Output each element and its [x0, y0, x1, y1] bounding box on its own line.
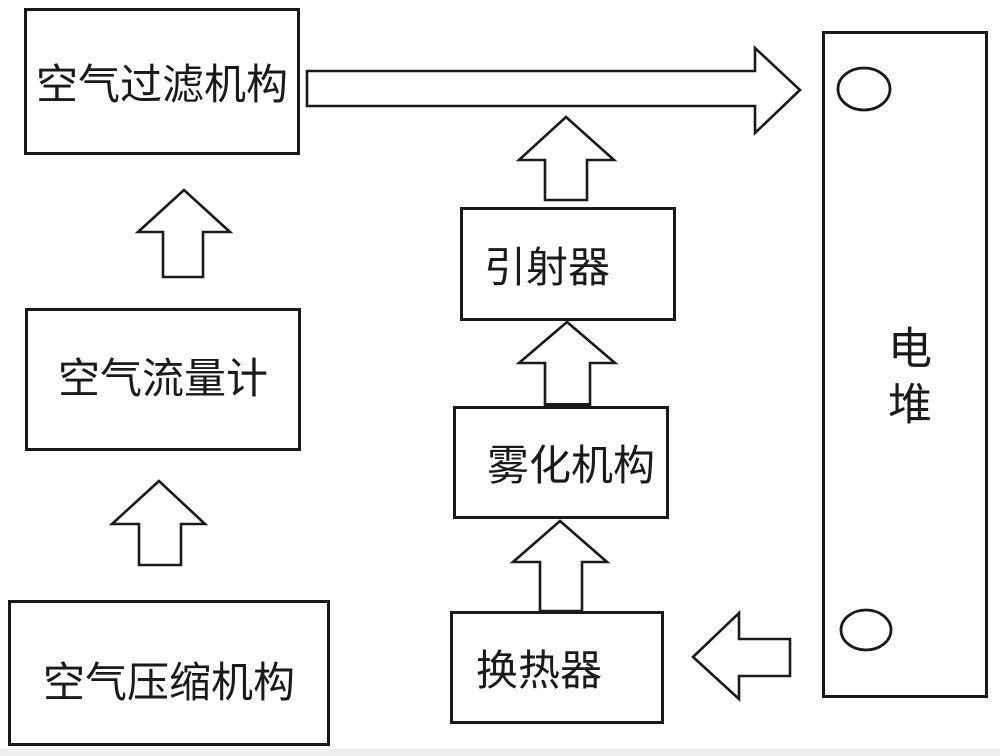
up-arrow-atomizer-to-ejector-icon [515, 320, 619, 409]
up-arrow-compressor-to-flowmeter-icon [108, 479, 209, 567]
node-atomizer-label: 雾化机构 [486, 442, 655, 489]
node-air-filter: 空气过滤机构 [24, 8, 300, 155]
node-air-flow-meter-label: 空气流量计 [57, 355, 268, 402]
node-air-compressor: 空气压缩机构 [8, 600, 330, 746]
up-arrow-flowmeter-to-filter-icon [134, 188, 234, 279]
right-arrow-filter-to-stack-icon [305, 45, 802, 137]
node-air-flow-meter: 空气流量计 [25, 308, 301, 451]
left-arrow-stack-to-heatex-icon [691, 609, 792, 702]
node-ejector-label: 引射器 [483, 243, 610, 291]
up-arrow-ejector-to-duct-icon [515, 115, 618, 202]
node-heat-exchanger-label: 换热器 [475, 647, 602, 694]
node-heat-exchanger: 换热器 [450, 611, 664, 724]
up-arrow-heatex-to-atomizer-icon [509, 519, 611, 613]
node-atomizer: 雾化机构 [453, 406, 669, 519]
node-stack: 电堆 [822, 31, 988, 698]
node-air-filter-label: 空气过滤机构 [35, 61, 288, 108]
node-ejector: 引射器 [460, 207, 676, 321]
bottom-strip [0, 749, 1000, 756]
node-air-compressor-label: 空气压缩机构 [42, 658, 295, 706]
node-stack-label: 电堆 [881, 324, 930, 437]
